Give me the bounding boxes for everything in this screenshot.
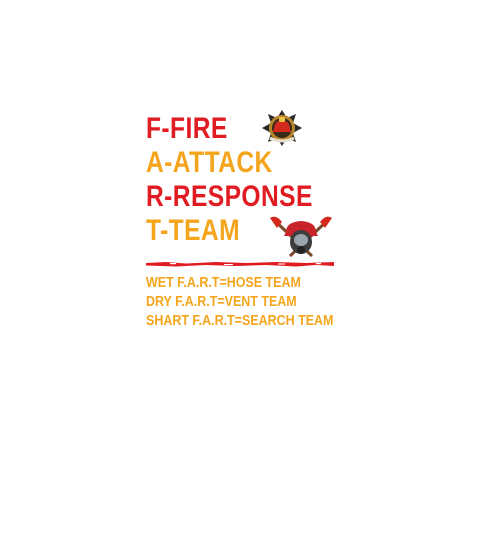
team-shart-line: SHART F.A.R.T=SEARCH TEAM [146, 313, 334, 329]
firefighter-mask-crossed-axes-icon [270, 216, 332, 258]
acronym-t-line: T-TEAM [146, 214, 241, 247]
team-wet-line: WET F.A.R.T=HOSE TEAM [146, 275, 301, 291]
divider-stripe [146, 262, 334, 267]
fire-department-badge-icon [262, 110, 302, 146]
firefighter-design: F-FIRE A-ATTACK R-RESPONSE T-TEAM WET F.… [146, 108, 346, 340]
acronym-r-line: R-RESPONSE [146, 180, 313, 213]
acronym-a-line: A-ATTACK [146, 146, 273, 179]
team-dry-line: DRY F.A.R.T=VENT TEAM [146, 294, 297, 310]
acronym-f-line: F-FIRE [146, 112, 228, 145]
